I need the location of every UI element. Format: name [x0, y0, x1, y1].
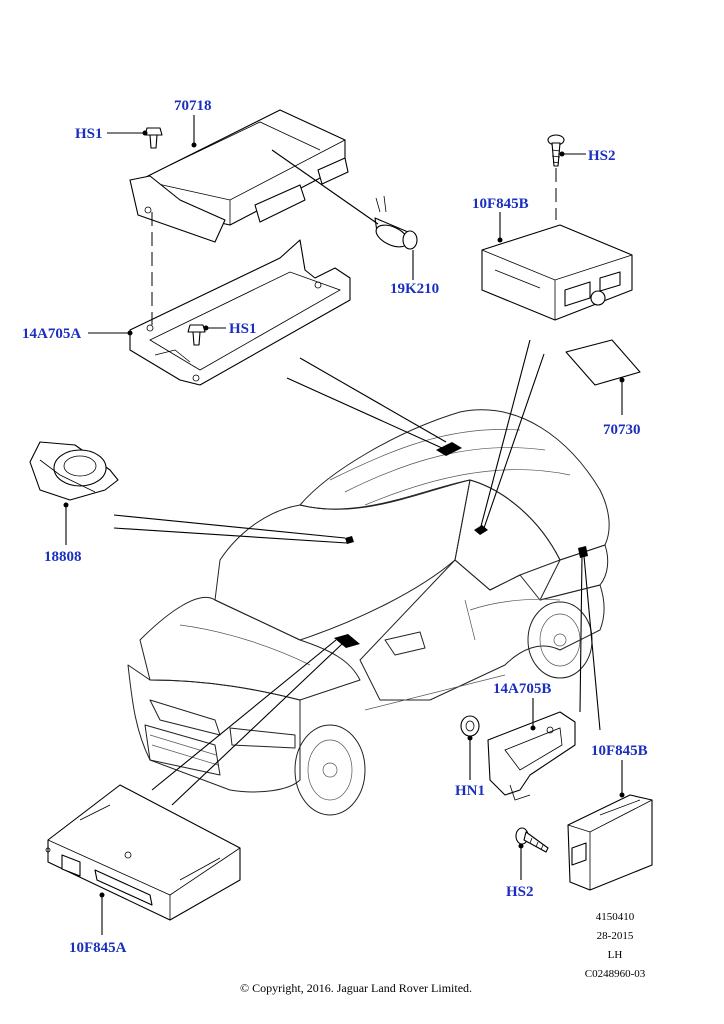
- label-10F845B-top[interactable]: 10F845B: [472, 196, 529, 212]
- label-70730[interactable]: 70730: [603, 422, 641, 438]
- bracket-14A705B[interactable]: [487, 711, 576, 801]
- rear-module-location: [578, 546, 588, 558]
- label-10F845A[interactable]: 10F845A: [69, 940, 127, 956]
- drawing-reference: 4150410 28-2015 LH C0248960-03: [585, 911, 646, 980]
- screw-hs2-top[interactable]: [547, 134, 565, 167]
- ref-line-1: 4150410: [596, 911, 635, 923]
- label-hs2-bottom[interactable]: HS2: [506, 884, 534, 900]
- label-18808[interactable]: 18808: [44, 549, 82, 565]
- label-14A705A[interactable]: 14A705A: [22, 326, 81, 342]
- bracket-14A705A[interactable]: [129, 239, 351, 386]
- screw-hs1-top[interactable]: [144, 127, 163, 149]
- label-10F845B-bottom[interactable]: 10F845B: [591, 743, 648, 759]
- module-10F845B-bottom[interactable]: [567, 794, 653, 891]
- connector-19K210[interactable]: [373, 195, 418, 251]
- sensor-location: [345, 536, 354, 544]
- screw-hs2-bottom[interactable]: [515, 827, 549, 853]
- ref-line-2: 28-2015: [597, 930, 634, 942]
- module-70718[interactable]: [129, 109, 349, 243]
- label-hs1-top[interactable]: HS1: [75, 126, 103, 142]
- module-10F845B-top[interactable]: [481, 224, 633, 321]
- label-hs2-top[interactable]: HS2: [588, 148, 616, 164]
- part-labels: 70718 HS1 19K210 14A705A HS1 HS2 10F845B…: [22, 98, 648, 956]
- nut-hn1[interactable]: [460, 715, 480, 737]
- screw-hs1-mid[interactable]: [187, 324, 206, 346]
- dash-module-location: [334, 634, 360, 648]
- pad-70730[interactable]: [565, 339, 641, 386]
- copyright-notice: © Copyright, 2016. Jaguar Land Rover Lim…: [240, 981, 472, 995]
- ref-line-4: C0248960-03: [585, 968, 646, 980]
- ref-line-3: LH: [608, 949, 623, 961]
- module-10F845A[interactable]: [45, 784, 241, 921]
- label-hs1-mid[interactable]: HS1: [229, 321, 257, 337]
- leader-lines: [63, 115, 625, 935]
- label-hn1[interactable]: HN1: [455, 783, 485, 799]
- label-14A705B[interactable]: 14A705B: [493, 681, 551, 697]
- label-70718[interactable]: 70718: [174, 98, 212, 114]
- sensor-18808[interactable]: [29, 441, 119, 501]
- label-19K210[interactable]: 19K210: [390, 281, 439, 297]
- roof-module-location: [436, 442, 462, 456]
